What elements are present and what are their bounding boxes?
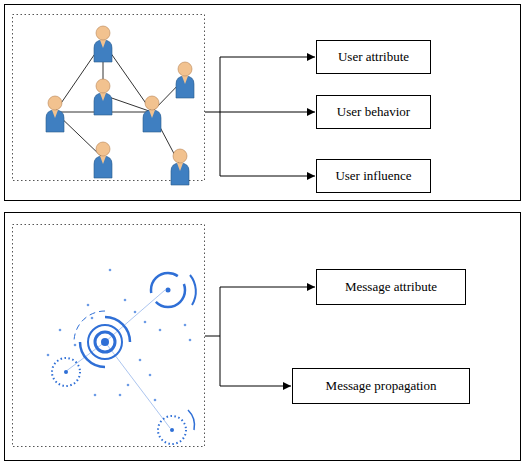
speck — [184, 324, 187, 327]
panel-frame — [5, 213, 521, 461]
speck — [87, 304, 90, 307]
message-illustration — [52, 273, 196, 444]
box-label: Message propagation — [326, 378, 437, 394]
network-links — [55, 42, 185, 165]
user-icons — [46, 26, 194, 185]
box-label: User behavior — [337, 104, 410, 120]
user-icon — [176, 62, 194, 98]
message-specks — [47, 269, 192, 402]
user-icon — [46, 96, 64, 132]
illustration-frame — [13, 15, 205, 181]
speck — [91, 317, 94, 320]
speck — [74, 344, 77, 347]
message-dots — [64, 288, 174, 433]
speck — [139, 359, 142, 362]
label-box: User influence — [316, 159, 431, 193]
speck — [59, 329, 62, 332]
bracket-arrows — [205, 57, 315, 386]
box-label: User influence — [335, 168, 411, 184]
user-icon — [143, 96, 161, 132]
speck — [94, 394, 97, 397]
speck — [159, 329, 162, 332]
panel-frame — [5, 5, 521, 201]
speck — [119, 394, 122, 397]
label-box: Message propagation — [292, 368, 470, 404]
speck — [124, 299, 127, 302]
speck — [109, 269, 112, 272]
user-icon — [94, 142, 112, 178]
speck — [154, 399, 157, 402]
speck — [127, 384, 130, 387]
illustration-frame — [13, 225, 205, 447]
box-label: User attribute — [338, 49, 409, 65]
user-icon — [94, 79, 112, 115]
label-box: User behavior — [316, 95, 431, 129]
speck — [144, 321, 147, 324]
speck — [149, 374, 152, 377]
speck — [134, 311, 137, 314]
box-label: Message attribute — [345, 279, 437, 295]
label-box: User attribute — [316, 40, 431, 74]
user-icon — [94, 26, 112, 62]
user-icon — [171, 149, 189, 185]
label-box: Message attribute — [316, 269, 466, 305]
speck — [189, 339, 192, 342]
speck — [47, 354, 50, 357]
